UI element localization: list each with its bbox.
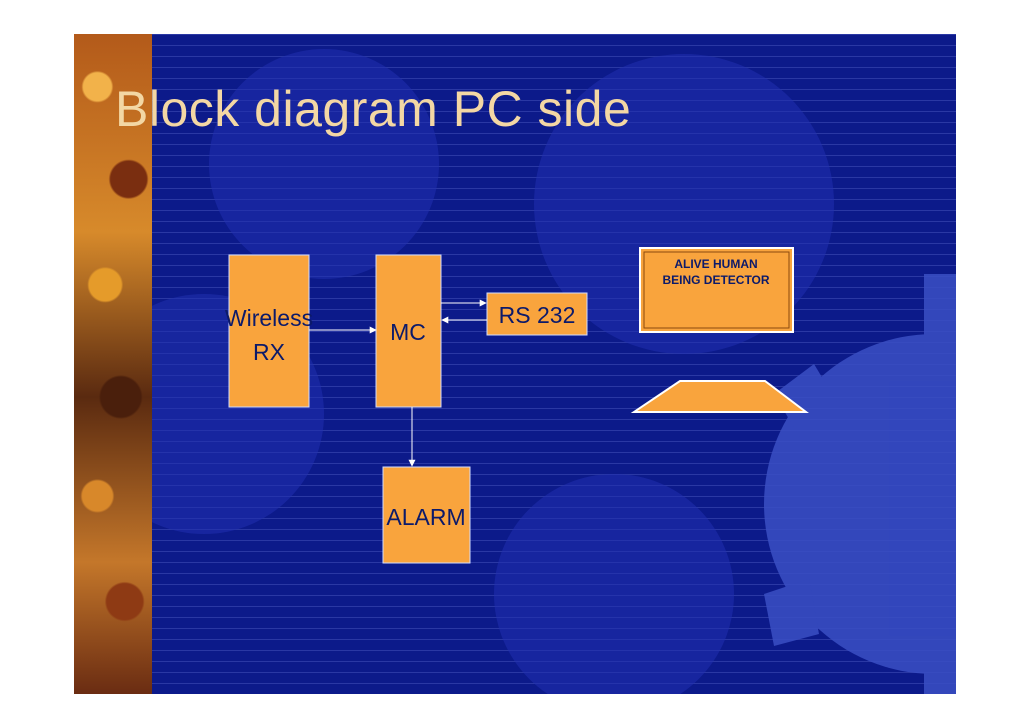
gear-decoration	[209, 49, 439, 279]
detector-label-line1: ALIVE HUMAN	[674, 257, 757, 271]
alarm-label: ALARM	[386, 504, 465, 530]
gear-tooth	[924, 274, 956, 344]
mc-block	[375, 254, 442, 408]
gear-tooth	[924, 664, 956, 694]
detector-label-line2: BEING DETECTOR	[662, 273, 769, 287]
detector-block-inner-border	[643, 251, 790, 329]
alarm-block	[382, 466, 471, 564]
monitor-stand-shape	[630, 380, 809, 413]
rs232-block	[486, 292, 588, 336]
left-texture-strip	[74, 34, 152, 694]
wireless-rx-label-line2: RX	[253, 339, 285, 365]
rs232-label: RS 232	[499, 302, 576, 328]
background-gears	[84, 49, 956, 694]
slide-title: Block diagram PC side	[115, 81, 632, 137]
gear-decoration	[494, 474, 734, 694]
gear-tooth	[764, 579, 819, 646]
gear-tooth	[774, 364, 844, 444]
mc-label: MC	[390, 319, 426, 345]
wireless-rx-block	[228, 254, 310, 408]
wireless-rx-label-line1: Wireless	[225, 305, 313, 331]
detector-block	[639, 247, 794, 333]
slide	[74, 34, 956, 694]
